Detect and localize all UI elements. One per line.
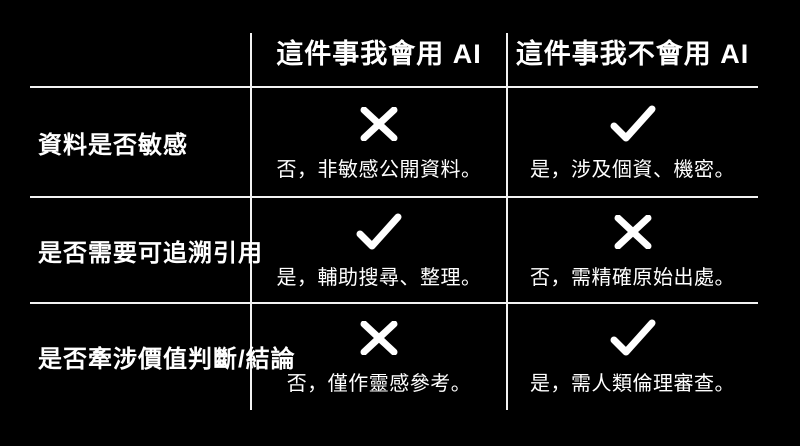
row-label-data-sensitivity: 資料是否敏感	[38, 132, 188, 159]
cell-text: 否，僅作靈感參考。	[286, 372, 472, 395]
column-divider-1	[250, 33, 252, 410]
table-cell: 是，輔助搜尋、整理。	[251, 198, 507, 303]
row-divider-header	[30, 86, 758, 88]
header-empty-cell	[0, 0, 251, 87]
column-header-not-use-ai: 這件事我不會用 AI	[515, 39, 750, 69]
row-divider-1	[30, 196, 758, 198]
column-divider-2	[506, 33, 508, 410]
check-icon	[355, 212, 403, 252]
table-cell: 否，需精確原始出處。	[507, 198, 758, 303]
row-label-traceable-citation: 是否需要可追溯引用	[38, 240, 263, 267]
table-cell: 否，僅作靈感參考。	[251, 303, 507, 410]
row-label-value-judgment: 是否牽涉價值判斷/結論	[38, 346, 296, 373]
table-cell: 是，需人類倫理審查。	[507, 303, 758, 410]
cross-icon	[614, 212, 652, 252]
cross-icon	[360, 104, 398, 144]
cross-icon	[360, 318, 398, 358]
cell-text: 否，需精確原始出處。	[530, 266, 735, 289]
column-header-use-ai: 這件事我會用 AI	[276, 39, 482, 69]
check-icon	[609, 104, 657, 144]
row-divider-2	[30, 302, 758, 304]
table-cell: 是，涉及個資、機密。	[507, 87, 758, 198]
table-grid: 這件事我會用 AI 這件事我不會用 AI 資料是否敏感 否，非敏感公開資料。 是…	[0, 0, 758, 410]
cell-text: 是，輔助搜尋、整理。	[276, 266, 482, 289]
cell-text: 是，涉及個資、機密。	[530, 158, 735, 181]
cell-text: 是，需人類倫理審查。	[530, 372, 735, 395]
table-cell: 否，非敏感公開資料。	[251, 87, 507, 198]
check-icon	[609, 318, 657, 358]
cell-text: 否，非敏感公開資料。	[276, 158, 482, 181]
